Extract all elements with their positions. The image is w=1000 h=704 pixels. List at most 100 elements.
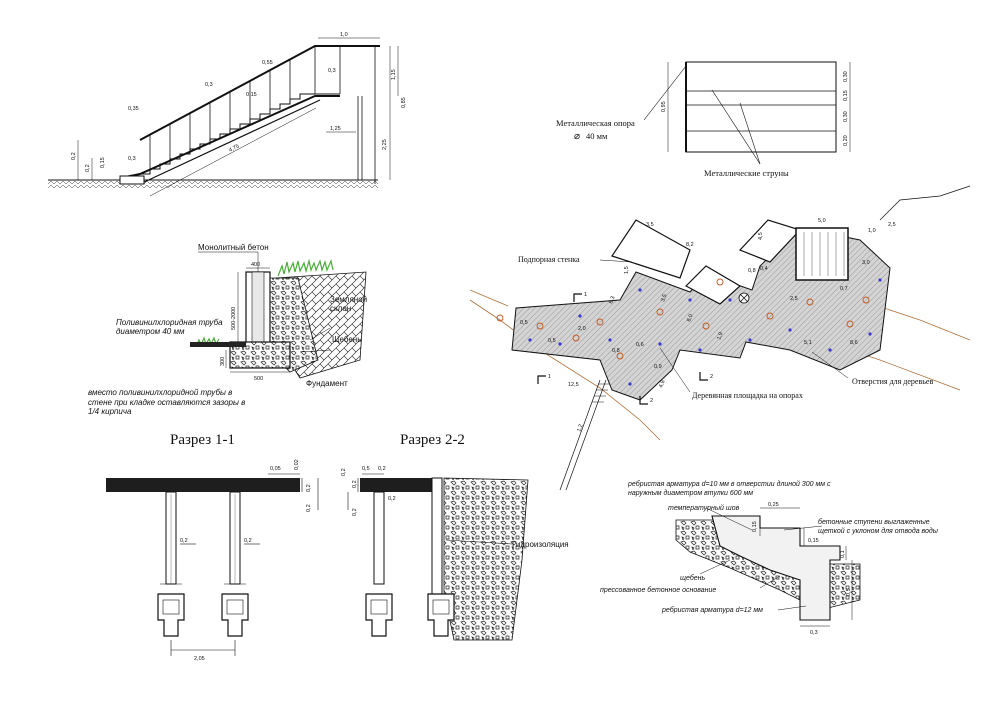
plan-dim: 12,5 [568, 382, 579, 388]
wall-foundation-label: Фундамент [306, 379, 348, 388]
stair-dim: 0,55 [262, 60, 273, 66]
section-2-title: Разрез 2-2 [400, 432, 465, 448]
section-2-dim: 0,2 [341, 468, 347, 476]
crossed-circle-icon [740, 294, 748, 302]
railing-dim: 0,30 [843, 111, 849, 122]
plan-dim: 1,5 [624, 266, 630, 274]
retaining-wall-section: Монолитный бетон 400 500-2000 300 500 Зе… [88, 243, 368, 416]
diameter-icon: ⌀ [574, 131, 580, 142]
section-2-2: Разрез 2-2 Гидроизоляция 0,2 0,5 0,2 0,2… [341, 432, 569, 641]
railing-dim: 0,20 [843, 135, 849, 146]
railing-support-label: Металлическая опора [556, 118, 635, 128]
section-1-title: Разрез 1-1 [170, 432, 235, 448]
plan-holes-label: Отверстия для деревьев [852, 377, 933, 386]
railing-strings-label: Металлические струны [704, 168, 789, 178]
plan-dim: 0,8 [748, 268, 756, 274]
stair-dim: 0,15 [100, 157, 106, 168]
plan-dim: 8,6 [850, 340, 858, 346]
stair-dim: 0,2 [71, 152, 77, 160]
site-plan: 1 1 2 2 Подпорная стенка Деревянная площ… [469, 185, 971, 491]
plan-dim: 3,5 [660, 293, 668, 302]
step-gravel-label: щебень [680, 574, 706, 582]
wall-concrete-label: Монолитный бетон [198, 243, 269, 252]
plan-dim: 6,0 [686, 313, 694, 322]
section-marker: 2 [710, 374, 713, 380]
plan-dim: 0,8 [612, 348, 620, 354]
stair-dim: 0,2 [85, 164, 91, 172]
wall-pipe-label: Поливинилхлоридная труба диаметром 40 мм [116, 318, 223, 336]
section-2-dim: 0,2 [352, 508, 358, 516]
section-marker: 1 [548, 374, 551, 380]
step-concrete-steps-label: бетонные ступени выглаженные щеткой с ук… [818, 519, 938, 535]
stair-dim: 2,25 [382, 139, 388, 150]
step-temp-seam-label: температурный шов [668, 504, 740, 512]
section-2-dim: 0,5 [362, 466, 370, 472]
step-detail: ребристая арматура d=10 мм в отверстии д… [600, 481, 938, 636]
section-1-1: Разрез 1-1 0,02 0,05 0,2 0,2 0,2 0,2 2,0… [106, 432, 319, 662]
step-base-label: прессованное бетонное основание [600, 586, 716, 594]
plan-dim: 1,9 [716, 331, 724, 340]
section-1-dim: 2,05 [194, 656, 205, 662]
plan-dim: 0,6 [636, 342, 644, 348]
stair-elevation: 1,0 1,15 0,55 0,85 0,3 0,15 0,35 0,3 1,2… [48, 32, 407, 197]
section-2-waterproof-label: Гидроизоляция [512, 540, 569, 549]
plan-dim: 2,5 [888, 222, 896, 228]
railing-dim-total: 0,95 [661, 101, 667, 112]
plan-dim: 1,0 [868, 228, 876, 234]
section-1-dim: 0,2 [180, 538, 188, 544]
plan-dim: 3,5 [646, 222, 654, 228]
stair-dim: 4,75 [228, 144, 240, 154]
stair-dim: 0,3 [205, 82, 213, 88]
plan-dim: 6,3 [608, 295, 616, 304]
stair-dim: 1,25 [330, 126, 341, 132]
section-marker: 2 [650, 398, 653, 404]
wall-note: вместо поливинилхлоридной трубы в стене … [88, 388, 246, 416]
section-2-dim: 0,2 [388, 496, 396, 502]
step-dim: 0,25 [768, 502, 779, 508]
section-1-dim: 0,02 [294, 459, 300, 470]
section-1-dim: 0,2 [244, 538, 252, 544]
step-rebar-top-label: ребристая арматура d=10 мм в отверстии д… [628, 481, 831, 497]
plan-dim: 0,5 [548, 338, 556, 344]
step-dim: 0,1 [840, 550, 846, 558]
stair-dim: 0,3 [128, 156, 136, 162]
plan-dim: 5,1 [804, 340, 812, 346]
plan-dim: 0,5 [520, 320, 528, 326]
stair-dim: 0,35 [128, 106, 139, 112]
step-dim: 0,5 [846, 588, 852, 596]
stair-dim: 0,3 [328, 68, 336, 74]
wall-dim: 500 [254, 376, 263, 382]
section-1-dim: 0,2 [306, 504, 312, 512]
stair-dim: 1,15 [391, 69, 397, 80]
wall-dim: 400 [251, 262, 260, 268]
plan-dim: 8,2 [686, 242, 694, 248]
plan-dim: 3,0 [862, 260, 870, 266]
plan-dim: 2,5 [790, 296, 798, 302]
railing-support-diameter: 40 мм [586, 131, 608, 141]
railing-detail: Металлическая опора ⌀ 40 мм Металлически… [556, 61, 851, 178]
section-1-dim: 0,2 [306, 484, 312, 492]
wall-dim: 300 [220, 357, 226, 366]
section-2-dim: 0,2 [378, 466, 386, 472]
plan-retaining-label: Подпорная стенка [518, 255, 580, 264]
plan-dim: 0,7 [840, 286, 848, 292]
step-dim: 0,15 [808, 538, 819, 544]
plan-dim: 2,0 [578, 326, 586, 332]
railing-dim: 0,30 [843, 71, 849, 82]
plan-dim: 0,4 [760, 266, 768, 272]
stair-dim: 1,0 [340, 32, 348, 38]
step-dim: 0,15 [752, 521, 758, 532]
plan-dim: 1,2 [576, 423, 584, 432]
wall-soil-label: Земляной склон [330, 295, 368, 313]
stair-dim: 0,15 [246, 92, 257, 98]
plan-dim: 0,9 [654, 364, 662, 370]
wall-dim: 500-2000 [231, 307, 237, 330]
step-rebar-bottom-label: ребристая арматура d=12 мм [661, 606, 763, 614]
stair-dim: 0,85 [401, 97, 407, 108]
plan-dim: 5,0 [818, 218, 826, 224]
plan-dim: 4,8 [658, 379, 666, 388]
section-marker: 1 [584, 292, 587, 298]
wall-gravel-label: Щебень [332, 335, 361, 344]
plan-deck-label: Деревянная площадка на опорах [692, 391, 803, 400]
